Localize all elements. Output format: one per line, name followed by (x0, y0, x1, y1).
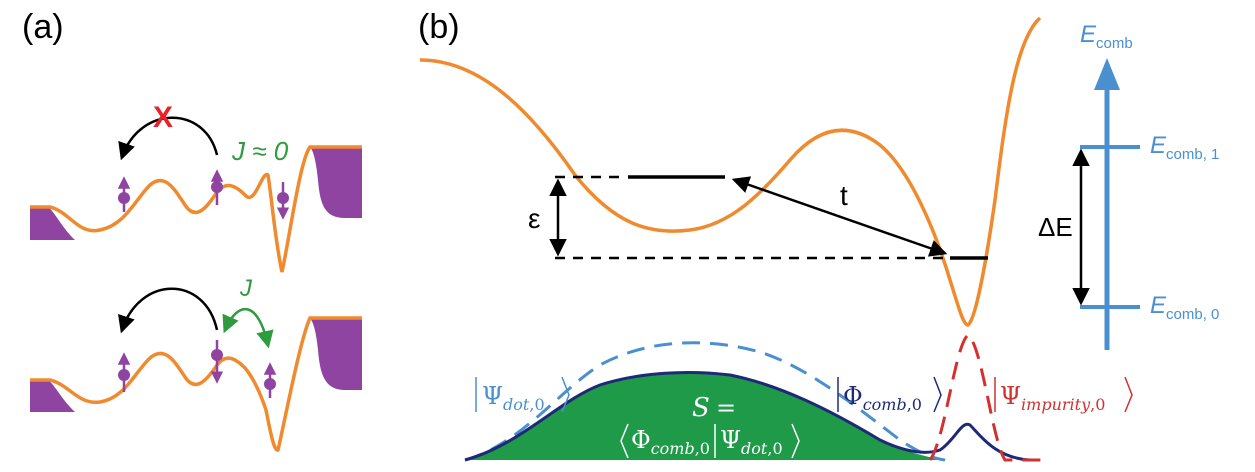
impurity-ket-sub: impurity (1021, 395, 1091, 414)
dot-wavefunction (464, 341, 946, 462)
spin-up-2-top (210, 169, 224, 205)
svg-text:Ψdot,0: Ψdot,0 (482, 382, 545, 414)
comb-level-1-label: E (1150, 132, 1167, 159)
overlap-expression: S = Φcomb,0 Ψdot,0 (620, 393, 800, 459)
svg-text:Ecomb, 1: Ecomb, 1 (1150, 132, 1219, 163)
panel-a-top-potential: X J ≈ 0 (30, 101, 362, 273)
impurity-wavefunction (928, 333, 1050, 462)
left-reservoir-bottom (30, 380, 75, 412)
energy-axis-arrowhead (1094, 58, 1120, 90)
tunneling-arrow (731, 176, 948, 257)
impurity-ket-idx: ,0 (1090, 395, 1105, 414)
svg-text:Ecomb, 0: Ecomb, 0 (1150, 292, 1219, 323)
energy-axis-label: E (1080, 21, 1097, 48)
spin-down-top (276, 182, 290, 220)
comb-level-0-sub: comb, 0 (1166, 306, 1219, 323)
potential-landscape (419, 16, 1042, 327)
impurity-ket: Ψimpurity,0 (994, 376, 1133, 414)
impurity-ket-psi: Ψ (1000, 382, 1021, 410)
svg-text:Ψimpurity,0: Ψimpurity,0 (1000, 382, 1105, 414)
overlap-symbol: S (692, 393, 710, 423)
panel-a-bottom-potential: J (30, 275, 362, 452)
energy-axis-label-sub: comb (1096, 35, 1133, 52)
panel-a-label: (a) (22, 8, 64, 46)
blocked-hop-arrow (118, 116, 219, 161)
spin-down-bottom (210, 340, 224, 384)
overlap-equals: = (716, 394, 736, 422)
dot-ket-idx: ,0 (529, 395, 544, 414)
spin-up-1-bottom (117, 352, 131, 392)
overlap-phi-sub: comb (651, 439, 695, 458)
svg-text:Ecomb: Ecomb (1080, 21, 1133, 52)
comb-ket-sub: comb (863, 395, 907, 414)
comb-level-0-label: E (1150, 292, 1167, 319)
exchange-label-bottom: J (239, 275, 253, 302)
dot-ket-psi: Ψ (482, 382, 503, 410)
spin-up-3-bottom (263, 362, 277, 398)
energy-axis: Ecomb Ecomb, 1 Ecomb, 0 ΔE (1038, 21, 1219, 350)
panel-b-label: (b) (418, 8, 460, 46)
potential-curve-bottom (30, 316, 362, 452)
comb-wavefunction (464, 370, 1031, 462)
overlap-psi-idx: ,0 (767, 439, 782, 458)
comb-ket-phi: Φ (843, 382, 863, 410)
comb-ket: Φcomb,0 (837, 376, 942, 414)
left-reservoir-top (30, 207, 75, 240)
gap-label: ΔE (1038, 212, 1073, 242)
comb-ket-idx: ,0 (907, 395, 922, 414)
right-reservoir-top (310, 147, 362, 218)
exchange-arrow-bottom (222, 308, 274, 349)
detuning-label: ε (528, 203, 540, 234)
overlap-area (465, 372, 948, 460)
spin-up-1-top (117, 176, 131, 212)
overlap-phi-idx: ,0 (695, 439, 710, 458)
svg-text:Φcomb,0: Φcomb,0 (843, 382, 922, 414)
potential-curve-top (30, 145, 362, 273)
hop-arrow-bottom (118, 287, 219, 334)
dot-ket-sub: dot (503, 395, 530, 414)
svg-text:Φcomb,0: Φcomb,0 (631, 426, 710, 458)
overlap-psi-sub: dot (741, 439, 768, 458)
blocked-marker: X (153, 101, 173, 134)
svg-text:Ψdot,0: Ψdot,0 (720, 426, 783, 458)
tunneling-label: t (840, 180, 848, 211)
right-reservoir-bottom (310, 318, 362, 390)
comb-level-1-sub: comb, 1 (1166, 146, 1219, 163)
exchange-label-top: J ≈ 0 (231, 136, 289, 166)
overlap-phi: Φ (631, 426, 651, 454)
dot-ket: Ψdot,0 (475, 376, 570, 414)
overlap-psi: Ψ (720, 426, 741, 454)
